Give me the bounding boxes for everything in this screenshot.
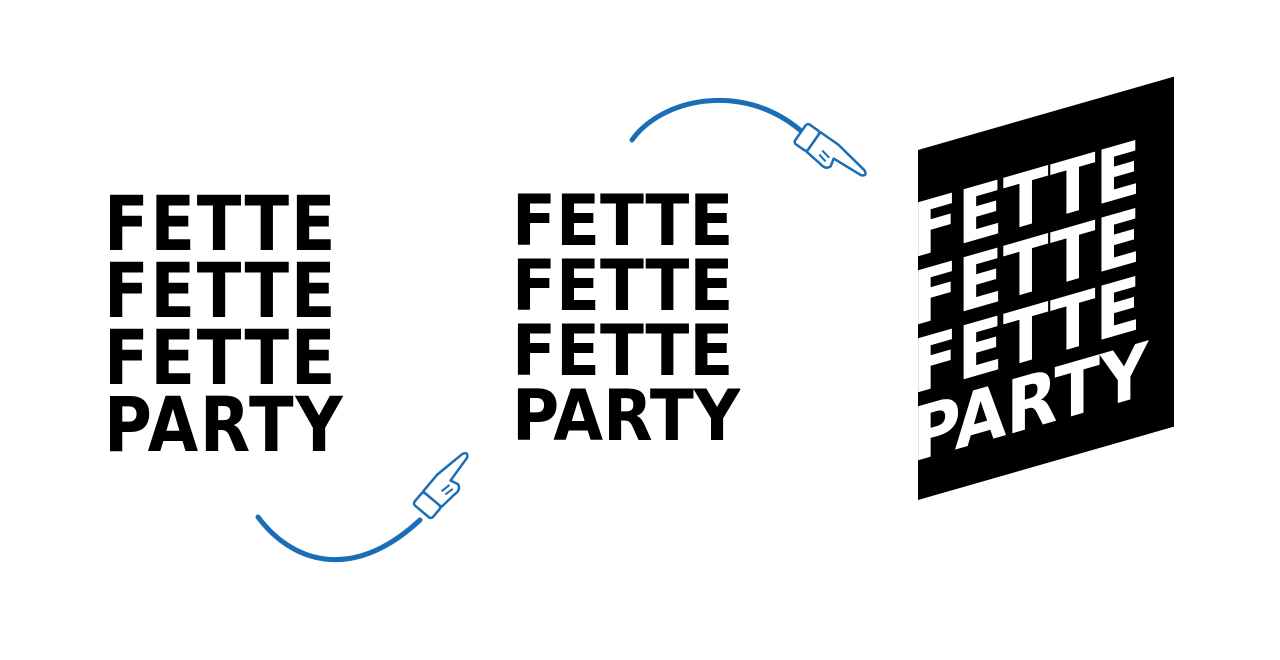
logo-line: FETTE bbox=[104, 179, 338, 268]
logo-line: PARTY bbox=[512, 387, 741, 452]
logo-line: FETTE bbox=[104, 313, 338, 402]
logo-line: FETTE bbox=[512, 192, 741, 257]
logo-line: FETTE bbox=[104, 246, 338, 335]
logo-line: FETTE bbox=[512, 322, 741, 387]
curved-arrow-line bbox=[255, 514, 423, 563]
arrow-2-to-3 bbox=[629, 97, 867, 177]
logo-line: FETTE bbox=[512, 257, 741, 322]
logo-line: PARTY bbox=[104, 380, 345, 469]
logo-version-1: FETTE FETTE FETTE PARTY bbox=[104, 179, 384, 469]
pointing-hand-icon bbox=[793, 122, 867, 177]
logo-version-2: FETTE FETTE FETTE PARTY bbox=[512, 192, 760, 452]
curved-arrow-line bbox=[629, 97, 803, 143]
pointing-hand-icon bbox=[412, 451, 469, 520]
arrow-1-to-2 bbox=[255, 451, 469, 563]
